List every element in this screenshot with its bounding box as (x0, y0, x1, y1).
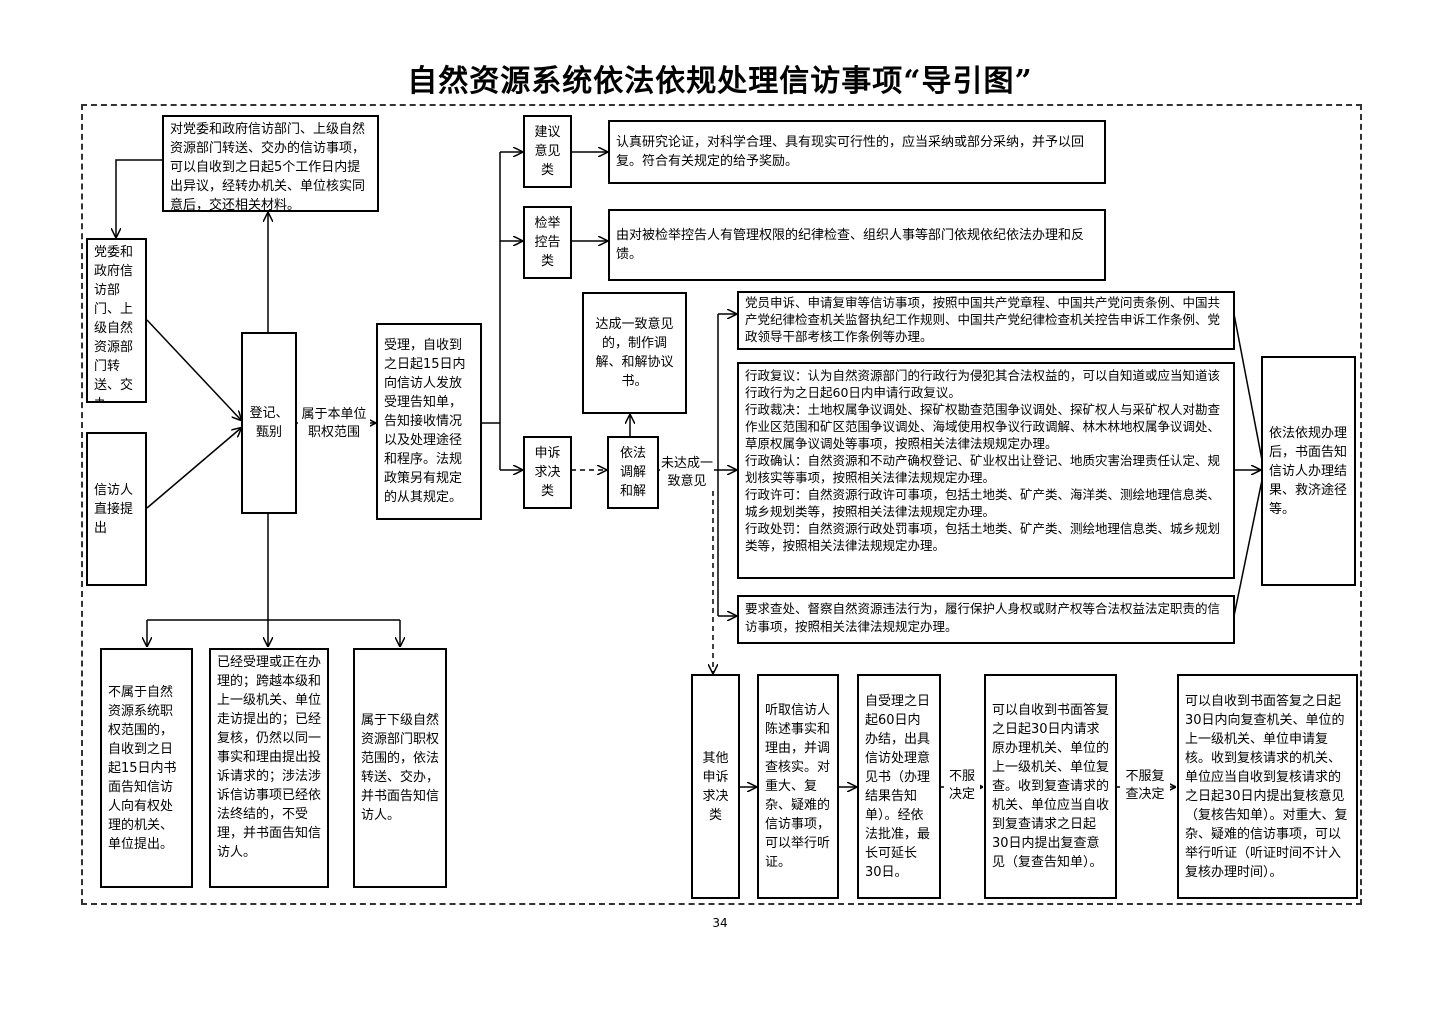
lower-level-box: 属于下级自然资源部门职权范围的，依法转送、交办，并书面告知信访人。 (353, 648, 447, 888)
report-detail-box: 由对被检举控告人有管理权限的纪律检查、组织人事等部门依规依纪依法办理和反馈。 (608, 209, 1106, 281)
other-appeal-box: 其他申诉求决类 (691, 674, 740, 899)
diagram-frame (81, 104, 1362, 905)
party-transfer-box: 党委和政府信访部门、上级自然资源部门转送、交办 (86, 238, 147, 403)
objection-box: 对党委和政府信访部门、上级自然资源部门转送、交办的信访事项，可以自收到之日起5个… (162, 115, 379, 212)
investigate-box: 要求查处、督察自然资源违法行为，履行保护人身权或财产权等合法权益法定职责的信访事… (737, 595, 1235, 644)
mediation-box: 依法调解和解 (607, 436, 659, 509)
administrative-box: 行政复议：认为自然资源部门的行政行为侵犯其合法权益的，可以自知道或应当知道该行政… (737, 362, 1235, 579)
rejected-box: 已经受理或正在办理的；跨越本级和上一级机关、单位走访提出的；已经复核，仍然以同一… (209, 648, 329, 888)
accept-box: 受理，自收到之日起15日内向信访人发放受理告知单，告知接收情况以及处理途径和程序… (376, 323, 482, 520)
page-title: 自然资源系统依法依规处理信访事项“导引图” (407, 64, 1033, 99)
arrow-objection-to-transfer (116, 159, 162, 237)
page-number: 34 (712, 916, 728, 930)
direct-submission-box: 信访人直接提出 (86, 432, 147, 586)
in-scope-label: 属于本单位职权范围 (298, 406, 370, 442)
sixty-days-box: 自受理之日起60日内办结，出具信访处理意见书（办理结果告知单）。经依法批准，最长… (857, 674, 941, 899)
suggestion-detail-box: 认真研究论证，对科学合理、具有现实可行性的，应当采纳或部分采纳，并予以回复。符合… (608, 120, 1106, 184)
arrow-investigate-to-result (1233, 479, 1263, 617)
party-member-box: 党员申诉、申请复审等信访事项，按照中国共产党章程、中国共产党问责条例、中国共产党… (737, 291, 1235, 350)
arrow-direct-to-register (146, 428, 241, 509)
register-box: 登记、甄别 (241, 332, 297, 514)
disagree-label-2: 不服复查决定 (1120, 768, 1170, 804)
arrow-party-to-result (1233, 313, 1263, 461)
report-box: 检举控告类 (523, 206, 572, 279)
review-box: 可以自收到书面答复之日起30日内请求原办理机关、单位的上一级机关、单位复查。收到… (984, 674, 1117, 899)
result-box: 依法依规办理后，书面告知信访人办理结果、救济途径等。 (1261, 356, 1356, 586)
recheck-box: 可以自收到书面答复之日起30日内向复查机关、单位的上一级机关、单位申请复核。收到… (1177, 674, 1358, 899)
arrow-transfer-to-register (146, 319, 241, 420)
not-scope-box: 不属于自然资源系统职权范围的，自收到之日起15日内书面告知信访人向有权处理的机关… (100, 648, 193, 888)
hearing-box: 听取信访人陈述事实和理由，并调查核实。对重大、复杂、疑难的信访事项，可以举行听证… (757, 674, 839, 899)
suggestion-box: 建议意见类 (523, 115, 572, 188)
agreement-box: 达成一致意见的，制作调解、和解协议书。 (582, 292, 687, 414)
disagree-label-1: 不服决定 (944, 768, 980, 804)
no-agreement-label: 未达成一致意见 (660, 455, 714, 491)
appeal-box: 申诉求决类 (523, 436, 572, 509)
